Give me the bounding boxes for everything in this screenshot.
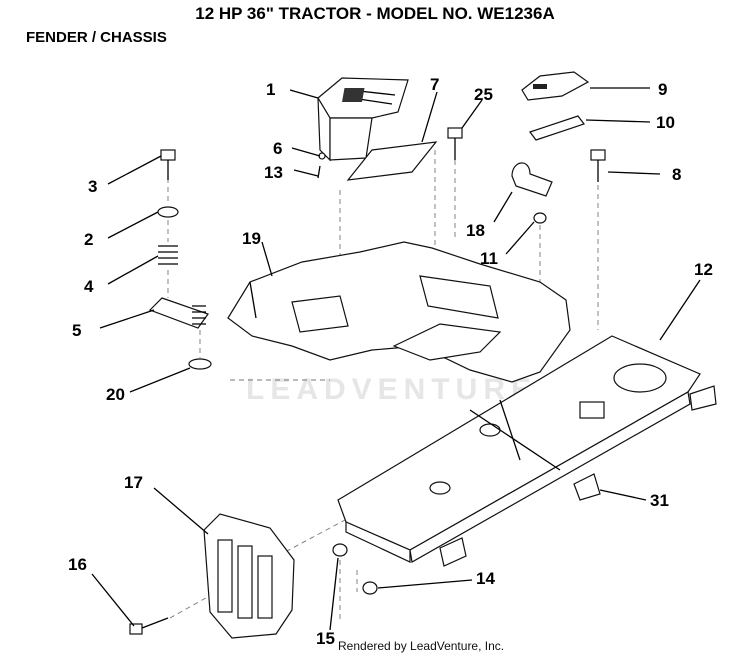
leader-lines [91, 87, 701, 631]
callout-9: 9 [658, 80, 667, 99]
part-7-pad [346, 141, 438, 181]
callout-18: 18 [466, 221, 485, 240]
callout-10: 10 [656, 113, 675, 132]
callout-20: 20 [106, 385, 125, 404]
callout-11: 11 [480, 249, 498, 268]
callout-31: 31 [650, 491, 669, 510]
callout-1: 1 [266, 80, 275, 99]
part-12-chassis [337, 335, 717, 567]
callout-12: 12 [694, 260, 713, 279]
callout-13: 13 [264, 163, 283, 182]
callout-4: 4 [84, 277, 94, 296]
callout-2: 2 [84, 230, 93, 249]
diagram-subtitle: FENDER / CHASSIS [26, 29, 167, 46]
callout-14: 14 [476, 569, 495, 588]
callout-17: 17 [124, 473, 143, 492]
callout-7: 7 [430, 75, 439, 94]
callout-8: 8 [672, 165, 681, 184]
callout-16: 16 [68, 555, 87, 574]
callout-numbers: 1 2 3 4 5 6 7 8 9 10 11 12 13 14 15 16 1… [68, 75, 713, 648]
part-1-seat-box [317, 77, 409, 162]
watermark: LEADVENTURE [246, 373, 538, 406]
part-18-clip [511, 162, 553, 197]
callout-6: 6 [273, 139, 282, 158]
part-9-bracket [521, 71, 590, 101]
diagram-title: 12 HP 36" TRACTOR - MODEL NO. WE1236A [195, 4, 555, 23]
part-17-plate [203, 513, 295, 639]
fasteners [129, 127, 606, 635]
part-10-plate [529, 115, 585, 141]
part-19-fender [227, 241, 571, 383]
callout-15: 15 [316, 629, 335, 648]
callout-25: 25 [474, 85, 493, 104]
callout-5: 5 [72, 321, 81, 340]
footer-credit: Rendered by LeadVenture, Inc. [338, 639, 505, 653]
callout-19: 19 [242, 229, 261, 248]
callout-3: 3 [88, 177, 97, 196]
part-31-tab [573, 473, 601, 501]
